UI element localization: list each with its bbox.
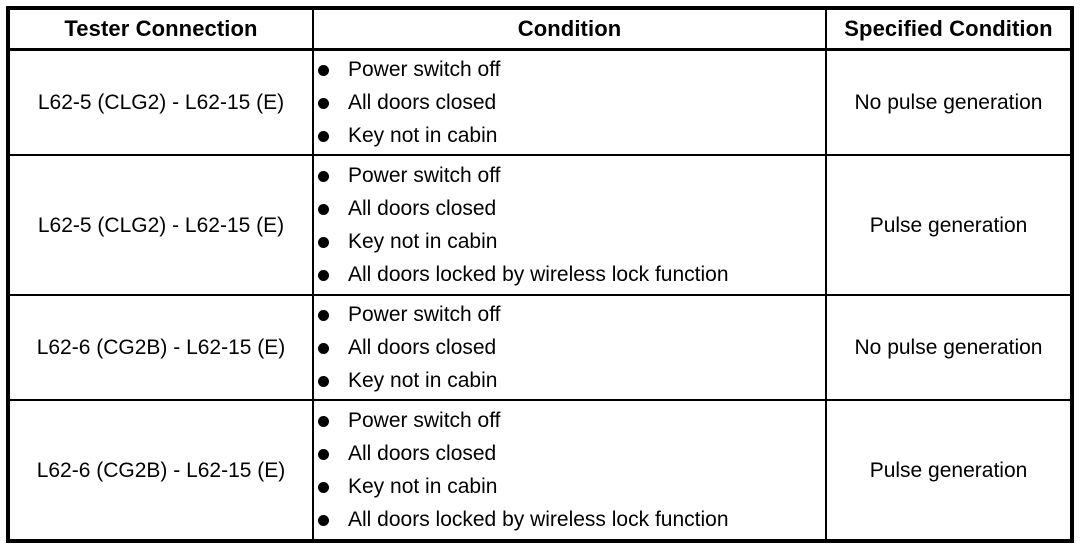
condition-list: Power switch off All doors closed Key no… — [314, 298, 825, 397]
table-row: L62-6 (CG2B) - L62-15 (E) Power switch o… — [10, 399, 1070, 539]
condition-text: Key not in cabin — [348, 230, 498, 254]
condition-text: Power switch off — [348, 58, 501, 82]
filled-circle-bullet-icon — [318, 375, 329, 387]
inspection-spec-table: Tester Connection Condition Specified Co… — [10, 10, 1070, 539]
condition-text: Power switch off — [348, 164, 501, 188]
list-item: All doors closed — [314, 86, 825, 119]
list-item: Power switch off — [314, 159, 825, 192]
condition-text: Key not in cabin — [348, 475, 498, 499]
cell-tester-connection: L62-5 (CLG2) - L62-15 (E) — [10, 48, 314, 157]
list-item: Key not in cabin — [314, 119, 825, 152]
condition-text: Power switch off — [348, 409, 501, 433]
condition-text: All doors closed — [348, 197, 497, 221]
column-header-tester-connection: Tester Connection — [10, 10, 314, 51]
list-item: Power switch off — [314, 298, 825, 331]
cell-condition: Power switch off All doors closed Key no… — [312, 154, 827, 297]
spec-table-container: Tester Connection Condition Specified Co… — [6, 6, 1074, 543]
filled-circle-bullet-icon — [318, 236, 329, 248]
filled-circle-bullet-icon — [318, 203, 329, 215]
list-item: All doors locked by wireless lock functi… — [314, 258, 825, 291]
column-header-condition: Condition — [312, 10, 827, 51]
cell-specified-condition: No pulse generation — [825, 48, 1070, 157]
list-item: Power switch off — [314, 404, 825, 437]
cell-condition: Power switch off All doors closed Key no… — [312, 48, 827, 157]
column-header-specified-condition: Specified Condition — [825, 10, 1070, 51]
list-item: All doors closed — [314, 192, 825, 225]
cell-tester-connection: L62-6 (CG2B) - L62-15 (E) — [10, 399, 314, 539]
condition-text: Key not in cabin — [348, 369, 498, 393]
condition-list: Power switch off All doors closed Key no… — [314, 53, 825, 152]
table-row: L62-6 (CG2B) - L62-15 (E) Power switch o… — [10, 294, 1070, 402]
list-item: Key not in cabin — [314, 364, 825, 397]
filled-circle-bullet-icon — [318, 170, 329, 182]
filled-circle-bullet-icon — [318, 269, 329, 281]
condition-text: All doors closed — [348, 336, 497, 360]
list-item: All doors closed — [314, 437, 825, 470]
cell-tester-connection: L62-5 (CLG2) - L62-15 (E) — [10, 154, 314, 297]
list-item: Key not in cabin — [314, 225, 825, 258]
table-row: L62-5 (CLG2) - L62-15 (E) Power switch o… — [10, 154, 1070, 297]
table-row: L62-5 (CLG2) - L62-15 (E) Power switch o… — [10, 48, 1070, 157]
condition-text: All doors closed — [348, 442, 497, 466]
filled-circle-bullet-icon — [318, 64, 329, 76]
condition-text: Power switch off — [348, 303, 501, 327]
filled-circle-bullet-icon — [318, 481, 329, 493]
list-item: All doors closed — [314, 331, 825, 364]
filled-circle-bullet-icon — [318, 130, 329, 142]
list-item: Power switch off — [314, 53, 825, 86]
condition-list: Power switch off All doors closed Key no… — [314, 159, 825, 291]
condition-list: Power switch off All doors closed Key no… — [314, 404, 825, 536]
condition-text: All doors locked by wireless lock functi… — [348, 508, 729, 532]
cell-specified-condition: Pulse generation — [825, 399, 1070, 539]
condition-text: All doors locked by wireless lock functi… — [348, 263, 729, 287]
list-item: Key not in cabin — [314, 470, 825, 503]
list-item: All doors locked by wireless lock functi… — [314, 503, 825, 536]
filled-circle-bullet-icon — [318, 514, 329, 526]
filled-circle-bullet-icon — [318, 415, 329, 427]
condition-text: All doors closed — [348, 91, 497, 115]
filled-circle-bullet-icon — [318, 342, 329, 354]
condition-text: Key not in cabin — [348, 124, 498, 148]
table-body: L62-5 (CLG2) - L62-15 (E) Power switch o… — [10, 48, 1070, 539]
cell-condition: Power switch off All doors closed Key no… — [312, 294, 827, 402]
table-header: Tester Connection Condition Specified Co… — [10, 10, 1070, 51]
cell-specified-condition: No pulse generation — [825, 294, 1070, 402]
table-header-row: Tester Connection Condition Specified Co… — [10, 10, 1070, 51]
filled-circle-bullet-icon — [318, 309, 329, 321]
filled-circle-bullet-icon — [318, 97, 329, 109]
cell-condition: Power switch off All doors closed Key no… — [312, 399, 827, 539]
cell-specified-condition: Pulse generation — [825, 154, 1070, 297]
filled-circle-bullet-icon — [318, 448, 329, 460]
cell-tester-connection: L62-6 (CG2B) - L62-15 (E) — [10, 294, 314, 402]
